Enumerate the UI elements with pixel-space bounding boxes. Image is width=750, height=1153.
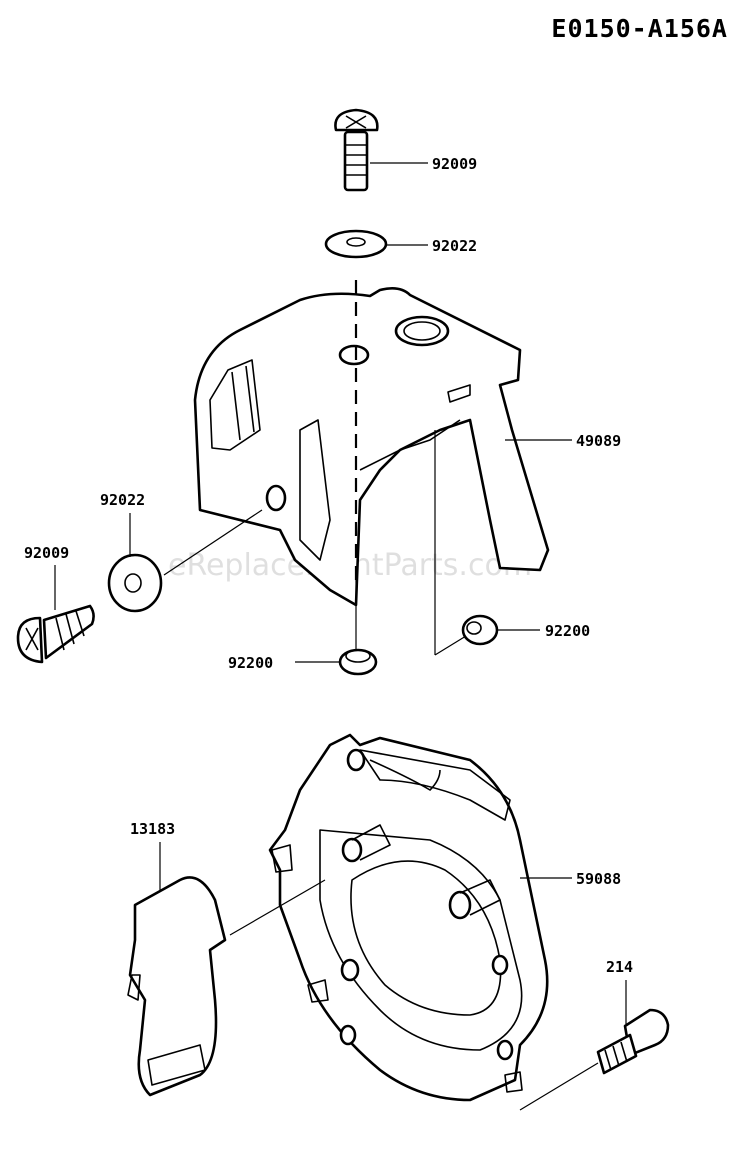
washer-top [324, 229, 388, 259]
label-screw-left: 92009 [24, 544, 69, 562]
grommet-right [461, 614, 499, 646]
mount-line-left [163, 509, 263, 576]
washer-left [107, 553, 163, 613]
grommet-bottom [338, 648, 378, 676]
mount-line-right-end [434, 635, 467, 656]
label-guide: 13183 [130, 820, 175, 838]
label-grommet-bottom: 92200 [228, 654, 273, 672]
label-grommet-right: 92200 [545, 622, 590, 640]
diagram-code: E0150-A156A [551, 14, 728, 43]
bolt-mount-line [519, 1062, 599, 1111]
label-washer-top: 92022 [432, 237, 477, 255]
label-screw-top: 92009 [432, 155, 477, 173]
fan-housing [268, 733, 549, 1102]
label-washer-left: 92022 [100, 491, 145, 509]
label-fan-housing: 59088 [576, 870, 621, 888]
air-guide [127, 876, 227, 1097]
label-cover: 49089 [576, 432, 621, 450]
label-bolt: 214 [606, 958, 633, 976]
screw-top [334, 108, 379, 192]
guide-mount-line [229, 879, 326, 936]
bolt [596, 1008, 670, 1075]
cylinder-cover [193, 287, 550, 607]
screw-left [16, 604, 95, 664]
